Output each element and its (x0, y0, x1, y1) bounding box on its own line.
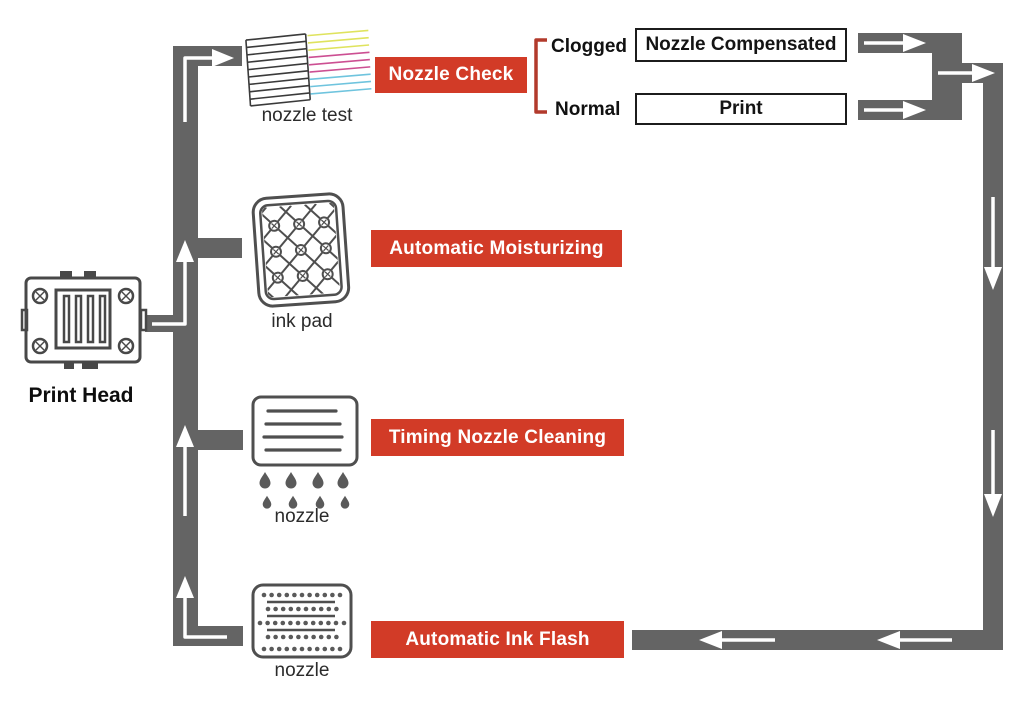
print-head-label: Print Head (28, 384, 134, 407)
ink-drops (259, 472, 350, 509)
nozzle-ink-flash-caption: nozzle (274, 660, 330, 681)
nozzle-ink-flash-icon (251, 583, 353, 659)
print-box: Print (635, 93, 847, 125)
automatic-ink-flash-label: Automatic Ink Flash (371, 621, 624, 658)
nozzle-cleaning-caption: nozzle (274, 506, 330, 527)
normal-label: Normal (555, 99, 621, 120)
nozzle-test-icon (245, 29, 372, 107)
flow-arrows (152, 34, 1002, 649)
timing-nozzle-cleaning-label: Timing Nozzle Cleaning (371, 419, 624, 456)
nozzle-compensated-box: Nozzle Compensated (635, 28, 847, 62)
nozzle-cleaning-icon (251, 395, 359, 509)
decision-bracket (534, 38, 547, 114)
flow-pipes (145, 33, 1003, 650)
print-head-icon (20, 271, 148, 369)
nozzle-test-caption: nozzle test (261, 105, 353, 126)
ink-pad-caption: ink pad (271, 311, 333, 332)
nozzle-check-label: Nozzle Check (375, 57, 527, 93)
ink-pad-icon (251, 192, 351, 308)
clogged-label: Clogged (551, 36, 627, 57)
automatic-moisturizing-label: Automatic Moisturizing (371, 230, 622, 267)
